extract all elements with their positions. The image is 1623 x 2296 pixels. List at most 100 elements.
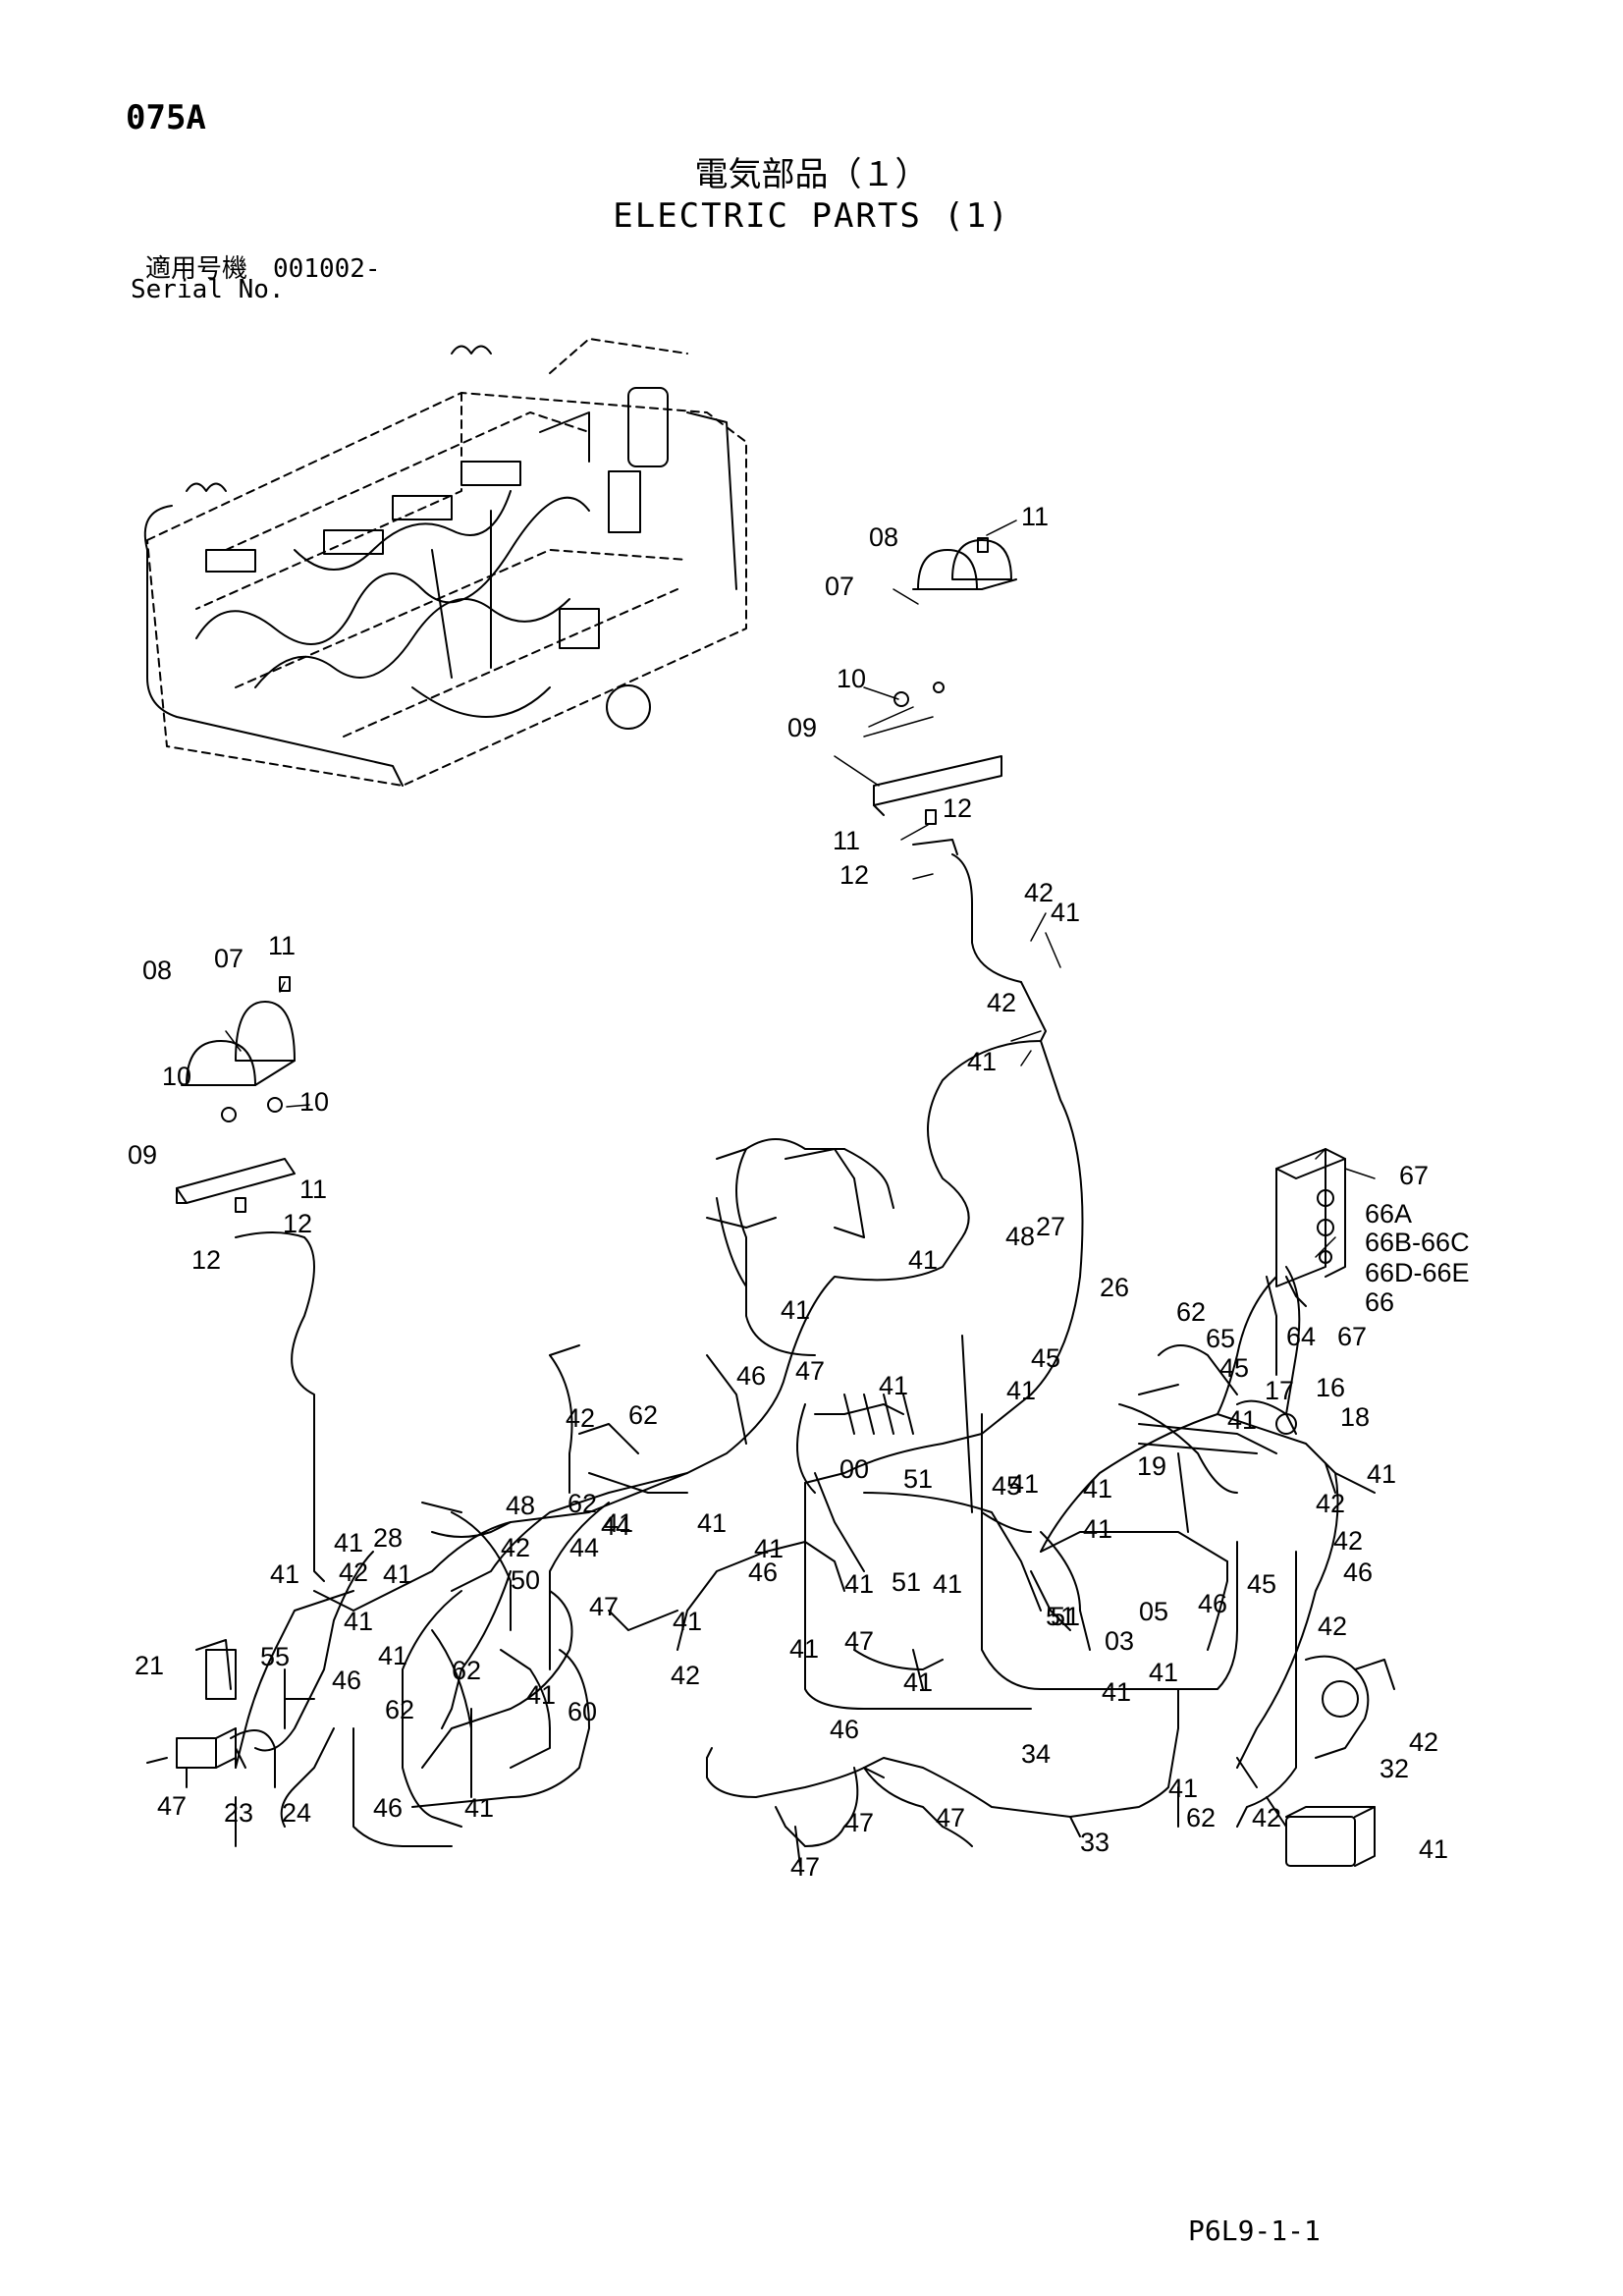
callout: 41 xyxy=(378,1641,407,1670)
callout: 46 xyxy=(748,1558,778,1587)
callout: 41 xyxy=(903,1667,933,1697)
callout: 42 xyxy=(339,1558,368,1587)
callout: 51 xyxy=(892,1567,921,1597)
callout: 62 xyxy=(1186,1803,1216,1832)
callout: 41 xyxy=(1102,1677,1131,1707)
callout: 11 xyxy=(833,826,860,855)
callout: 47 xyxy=(157,1791,187,1821)
callout: 45 xyxy=(992,1471,1021,1501)
callout: 24 xyxy=(282,1798,311,1828)
callout: 46 xyxy=(736,1361,766,1391)
callout: 32 xyxy=(1380,1754,1409,1783)
callout: 23 xyxy=(224,1798,253,1828)
callout: 41 xyxy=(383,1559,412,1589)
callout: 19 xyxy=(1137,1451,1166,1481)
callout: 50 xyxy=(511,1565,540,1595)
callout: 41 xyxy=(789,1634,819,1664)
callout: 41 xyxy=(344,1607,373,1636)
callout: 51 xyxy=(903,1464,933,1494)
callout: 07 xyxy=(214,944,243,973)
callout: 66 xyxy=(1365,1287,1394,1317)
callout: 03 xyxy=(1105,1626,1134,1656)
drawing-code: P6L9-1-1 xyxy=(1188,2214,1321,2247)
callout: 28 xyxy=(373,1523,403,1553)
callout: 08 xyxy=(142,956,172,985)
title-japanese: 電気部品（１） xyxy=(694,155,929,194)
callout: 41 xyxy=(1367,1459,1396,1489)
callout: 34 xyxy=(1021,1739,1051,1769)
callout-labels: 11 08 07 10 09 12 11 12 42 41 42 41 08 0… xyxy=(128,502,1470,1882)
callout: 17 xyxy=(1265,1376,1294,1405)
callout: 41 xyxy=(1149,1658,1178,1687)
callout: 62 xyxy=(628,1400,658,1430)
callout: 11 xyxy=(268,931,296,960)
callout: 27 xyxy=(1036,1212,1065,1241)
callout: 10 xyxy=(162,1062,191,1091)
callout: 05 xyxy=(1139,1597,1168,1626)
callout: 26 xyxy=(1100,1273,1129,1302)
callout: 60 xyxy=(568,1697,597,1726)
machine-overview-illustration xyxy=(143,338,747,787)
callout: 41 xyxy=(933,1569,962,1599)
callout: 42 xyxy=(501,1533,530,1562)
callout: 41 xyxy=(781,1295,810,1325)
callout: 44 xyxy=(569,1533,599,1562)
callout: 10 xyxy=(837,664,866,693)
title-english: ELECTRIC PARTS (1) xyxy=(613,196,1010,236)
callout: 47 xyxy=(795,1356,825,1386)
callout: 11 xyxy=(1021,502,1049,531)
callout: 42 xyxy=(1318,1612,1347,1641)
callout: 45 xyxy=(1219,1353,1249,1383)
callout: 10 xyxy=(299,1087,329,1117)
callout: 51 xyxy=(1046,1602,1075,1631)
callout: 66A xyxy=(1365,1199,1412,1229)
callout: 48 xyxy=(1005,1222,1035,1251)
callout: 42 xyxy=(566,1403,595,1433)
callout: 41 xyxy=(908,1245,938,1275)
left-lower-harness xyxy=(205,1344,688,1847)
callout: 62 xyxy=(452,1656,481,1685)
callout: 41 xyxy=(1083,1514,1112,1544)
callout: 65 xyxy=(1206,1324,1235,1353)
callout: 33 xyxy=(1080,1828,1109,1857)
callout: 64 xyxy=(1286,1322,1316,1351)
callout: 00 xyxy=(839,1454,869,1484)
callout: 12 xyxy=(943,793,972,823)
right-components xyxy=(1236,1148,1395,1867)
callout: 41 xyxy=(754,1534,784,1563)
callout: 41 xyxy=(1051,898,1080,927)
callout: 51 xyxy=(1051,1602,1080,1631)
callout: 41 xyxy=(334,1528,363,1558)
callout: 42 xyxy=(1333,1526,1363,1556)
callout: 41 xyxy=(270,1559,299,1589)
callout: 41 xyxy=(526,1680,556,1710)
callout: 41 xyxy=(1168,1774,1198,1803)
callout: 47 xyxy=(589,1592,619,1621)
beacon-lamp-upper xyxy=(873,537,1022,983)
callout: 47 xyxy=(844,1626,874,1656)
callout: 42 xyxy=(1252,1803,1281,1832)
callout: 47 xyxy=(790,1852,820,1882)
center-harness xyxy=(608,1148,1071,1690)
callout: 62 xyxy=(1176,1297,1206,1327)
callout: 46 xyxy=(373,1793,403,1823)
bottom-harness xyxy=(706,1688,1179,1867)
lower-left-components xyxy=(146,1639,246,1847)
callout: 07 xyxy=(825,572,854,601)
callout: 41 xyxy=(1227,1405,1257,1435)
callout: 08 xyxy=(869,522,898,552)
callout: 16 xyxy=(1316,1373,1345,1402)
callout: 42 xyxy=(1316,1489,1345,1518)
callout: 41 xyxy=(879,1371,908,1400)
callout: 41 xyxy=(673,1607,702,1636)
callout: 41 xyxy=(967,1047,997,1076)
serial-label-english: Serial No. xyxy=(131,275,285,304)
callout: 09 xyxy=(787,713,817,742)
callout: 46 xyxy=(1198,1589,1227,1618)
callout: 46 xyxy=(332,1666,361,1695)
page-code: 075A xyxy=(126,98,206,137)
callout: 67 xyxy=(1337,1322,1367,1351)
callout: 41 xyxy=(697,1508,727,1538)
callout: 12 xyxy=(191,1245,221,1275)
